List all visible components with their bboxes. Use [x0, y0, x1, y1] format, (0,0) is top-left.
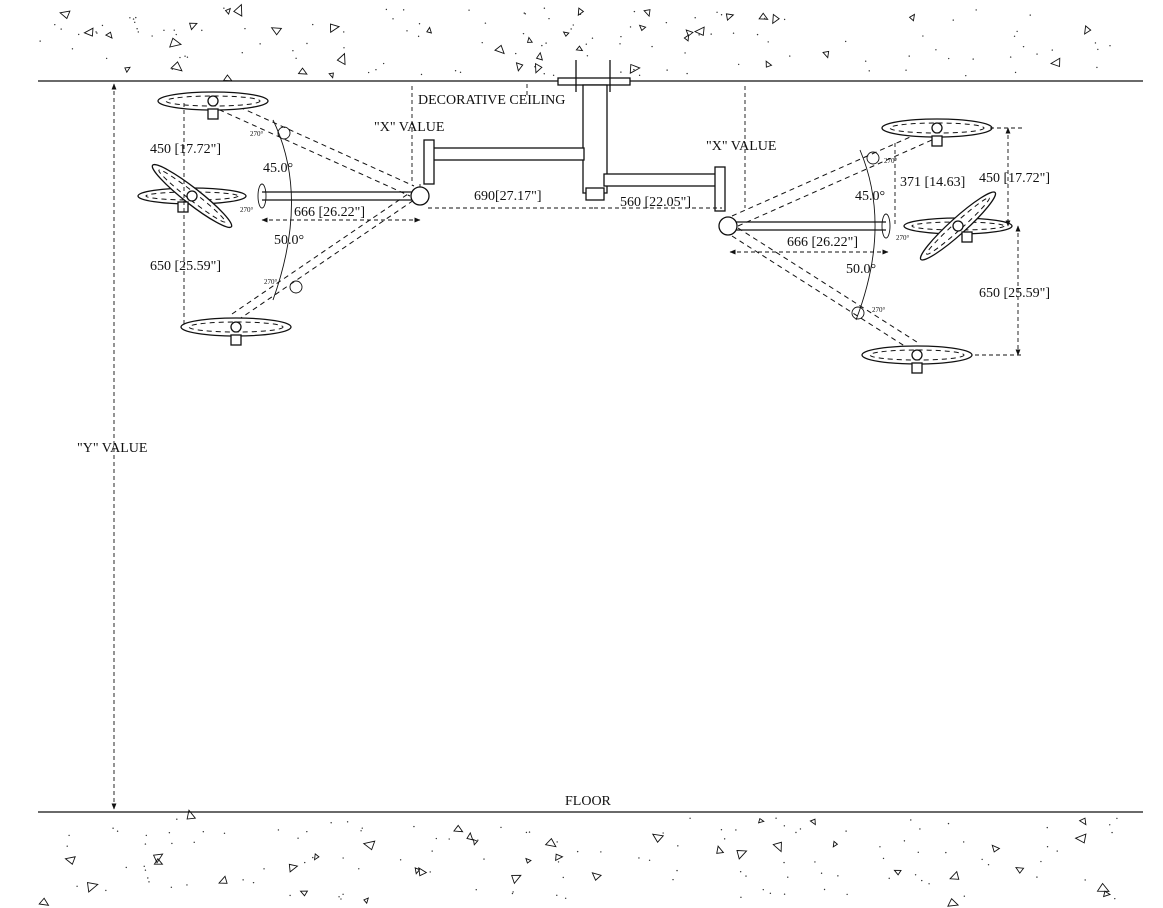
right-spring-arm-lower [731, 227, 921, 353]
left-angle-arc [272, 119, 292, 301]
ceiling-label: DECORATIVE CEILING [418, 93, 565, 108]
x-value-left-label: "X" VALUE [374, 120, 444, 135]
rotation-mark-right-upper: 270° [884, 157, 898, 165]
right-up-height-dim: 450 [17.72"] [979, 171, 1050, 186]
right-pivot-joint [718, 216, 738, 236]
rotation-mark-right-lower: 270° [872, 306, 886, 314]
ceiling-concrete-hatch [39, 3, 1111, 82]
left-lamp-lower [180, 317, 292, 346]
dimension-lines [111, 83, 1022, 810]
right-arm-length-dim: 666 [26.22"] [787, 235, 858, 250]
floor-concrete-hatch [38, 809, 1118, 907]
y-value-label: "Y" VALUE [77, 441, 147, 456]
rotation-mark-left-upper: 270° [250, 130, 264, 138]
right-spring-arm-upper [731, 125, 942, 227]
right-spring-arm-horizontal [736, 213, 891, 239]
left-spring-arm-upper [210, 95, 415, 197]
right-angle-up: 45.0° [855, 189, 885, 204]
right-offset-dim: 371 [14.63] [900, 175, 965, 190]
right-down-height-dim: 650 [25.59"] [979, 286, 1050, 301]
left-extension-arm [419, 139, 585, 190]
right-angle-arc [855, 149, 876, 321]
right-short-arm-dim: 560 [22.05"] [620, 195, 691, 210]
left-angle-down: 50.0° [274, 233, 304, 248]
rotation-mark-left-mid: 270° [240, 206, 254, 214]
center-span-dim: 690[27.17"] [474, 189, 542, 204]
ceiling-mount [557, 60, 631, 201]
left-arm-length-dim: 666 [26.22"] [294, 205, 365, 220]
rotation-mark-right-mid: 270° [896, 234, 910, 242]
floor-label: FLOOR [565, 794, 612, 809]
left-lamp-upper [157, 91, 269, 120]
left-down-height-dim: 650 [25.59"] [150, 259, 221, 274]
left-pivot-joint [410, 186, 430, 206]
right-lamp-center [903, 191, 1013, 261]
right-extension-arm [603, 166, 726, 212]
left-lamp-center [137, 163, 247, 229]
right-lamp-lower [861, 345, 973, 374]
left-angle-up: 45.0° [263, 161, 293, 176]
x-value-right-label: "X" VALUE [706, 139, 776, 154]
left-spring-arm-lower [231, 193, 415, 321]
left-up-height-dim: 450 [17.72"] [150, 142, 221, 157]
left-spring-arm-horizontal [257, 183, 412, 209]
rotation-mark-left-lower: 270° [264, 278, 278, 286]
right-angle-down: 50.0° [846, 262, 876, 277]
